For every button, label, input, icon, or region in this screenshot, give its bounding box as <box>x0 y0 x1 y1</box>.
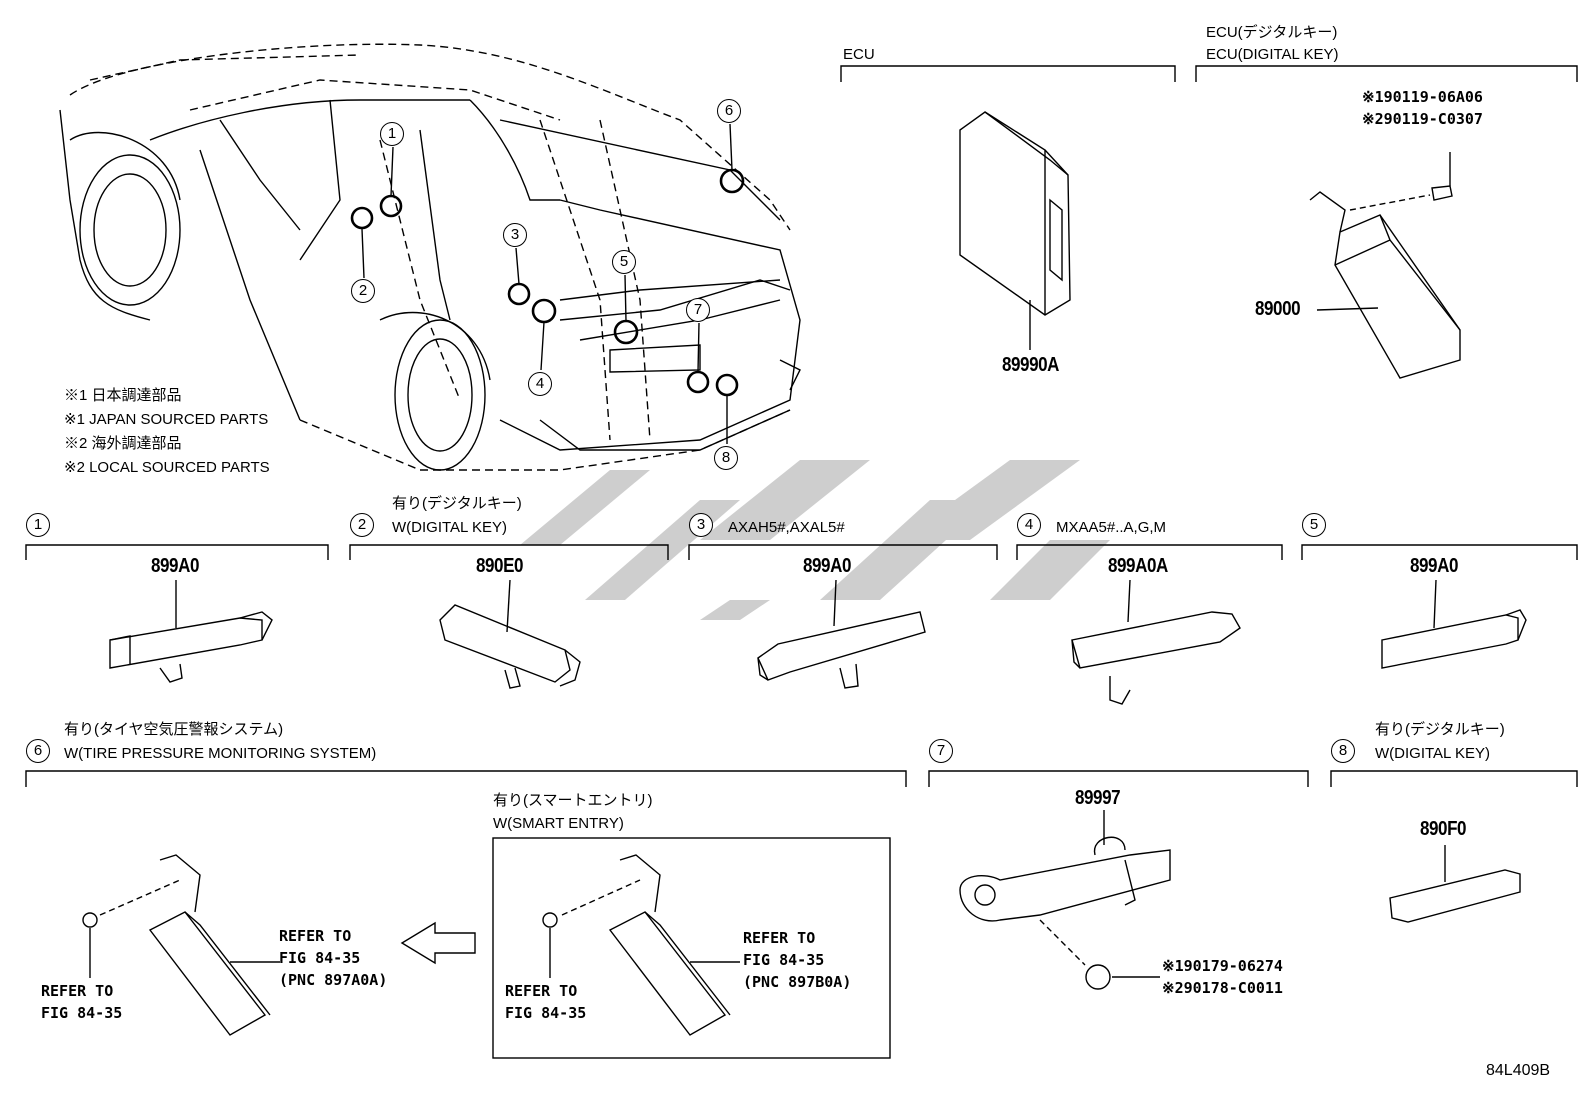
section-5-label: 5 <box>1302 513 1326 537</box>
part-number-899A0-5: 899A0 <box>1410 555 1458 577</box>
refer-a-line3: (PNC 897A0A) <box>279 971 388 989</box>
tpms-receiver-drawing-left <box>82 854 280 1036</box>
refer-a-line1: REFER TO <box>279 927 352 945</box>
callout-1: 1 <box>380 122 404 146</box>
p7-note-2: ※290178-C0011 <box>1162 979 1283 997</box>
callout-8: 8 <box>714 446 738 470</box>
refer-c-line1: REFER TO <box>743 929 816 947</box>
section-3-label: 3 <box>689 513 713 537</box>
callout-4: 4 <box>528 372 552 396</box>
section-8-en: W(DIGITAL KEY) <box>1375 745 1491 762</box>
refer-c-line2: FIG 84-35 <box>743 951 825 969</box>
antenna-drawing-3 <box>757 579 926 689</box>
callout-7: 7 <box>686 298 710 322</box>
ecu-header: ECU <box>843 46 875 63</box>
legend-1-en: ※1 JAPAN SOURCED PARTS <box>64 411 269 428</box>
part-number-89000: 89000 <box>1255 298 1301 320</box>
bracket-drawing <box>959 810 1171 990</box>
antenna-drawing-1 <box>109 580 273 683</box>
callout-2: 2 <box>351 279 375 303</box>
dk-note-1: ※190119-06A06 <box>1362 88 1483 106</box>
refer-c-line3: (PNC 897B0A) <box>743 973 852 991</box>
dk-note-2: ※290119-C0307 <box>1362 110 1483 128</box>
part-number-899A0-1: 899A0 <box>151 555 199 577</box>
section-4-label: 4 <box>1017 513 1041 537</box>
part-number-899A0A: 899A0A <box>1108 555 1168 577</box>
section-8-label: 8 <box>1331 739 1355 763</box>
section-2-jp: 有り(デジタルキー) <box>392 495 522 512</box>
part-number-899A0-3: 899A0 <box>803 555 851 577</box>
section-7-label: 7 <box>929 739 953 763</box>
section-8-jp: 有り(デジタルキー) <box>1375 721 1505 738</box>
callout-6: 6 <box>717 99 741 123</box>
refer-b-line1: REFER TO <box>41 982 114 1000</box>
section-2-label: 2 <box>350 513 374 537</box>
callout-3: 3 <box>503 223 527 247</box>
section-2-en: W(DIGITAL KEY) <box>392 519 508 536</box>
section-4-model: MXAA5#..A,G,M <box>1056 519 1167 536</box>
watermark-logo <box>520 460 1110 620</box>
section-3-model: AXAH5#,AXAL5# <box>728 519 845 536</box>
part-number-89990A: 89990A <box>1002 354 1060 376</box>
refer-b-line2: FIG 84-35 <box>41 1004 123 1022</box>
part-number-890F0: 890F0 <box>1420 818 1467 840</box>
legend-2-jp: ※2 海外調達部品 <box>64 435 182 452</box>
legend-1-jp: ※1 日本調達部品 <box>64 387 182 404</box>
smart-entry-jp: 有り(スマートエントリ) <box>493 792 653 809</box>
section-6-label: 6 <box>26 739 50 763</box>
refer-d-line2: FIG 84-35 <box>505 1004 587 1022</box>
antenna-drawing-2 <box>439 579 581 689</box>
vehicle-outline <box>59 43 801 471</box>
section-1-label: 1 <box>26 513 50 537</box>
section-6-jp: 有り(タイヤ空気圧警報システム) <box>64 721 284 738</box>
arrow-left-icon <box>400 921 476 965</box>
digital-key-ecu-header-jp: ECU(デジタルキー) <box>1206 24 1338 41</box>
digital-key-ecu-header-en: ECU(DIGITAL KEY) <box>1206 46 1339 63</box>
p7-note-1: ※190179-06274 <box>1162 957 1283 975</box>
diagram-id: 84L409B <box>1486 1062 1551 1079</box>
smart-entry-en: W(SMART ENTRY) <box>493 815 624 832</box>
antenna-drawing-4 <box>1071 579 1241 705</box>
antenna-drawing-5 <box>1381 579 1527 669</box>
section-6-en: W(TIRE PRESSURE MONITORING SYSTEM) <box>64 745 377 762</box>
part-number-890E0: 890E0 <box>476 555 524 577</box>
callout-5: 5 <box>612 250 636 274</box>
part-number-89997: 89997 <box>1075 787 1121 809</box>
legend-2-en: ※2 LOCAL SOURCED PARTS <box>64 459 270 476</box>
refer-a-line2: FIG 84-35 <box>279 949 361 967</box>
digital-key-ecu-drawing <box>1309 152 1461 379</box>
ecu-module-drawing <box>959 111 1071 350</box>
antenna-drawing-8 <box>1389 845 1521 923</box>
tpms-receiver-drawing-right <box>542 854 740 1036</box>
refer-d-line1: REFER TO <box>505 982 578 1000</box>
